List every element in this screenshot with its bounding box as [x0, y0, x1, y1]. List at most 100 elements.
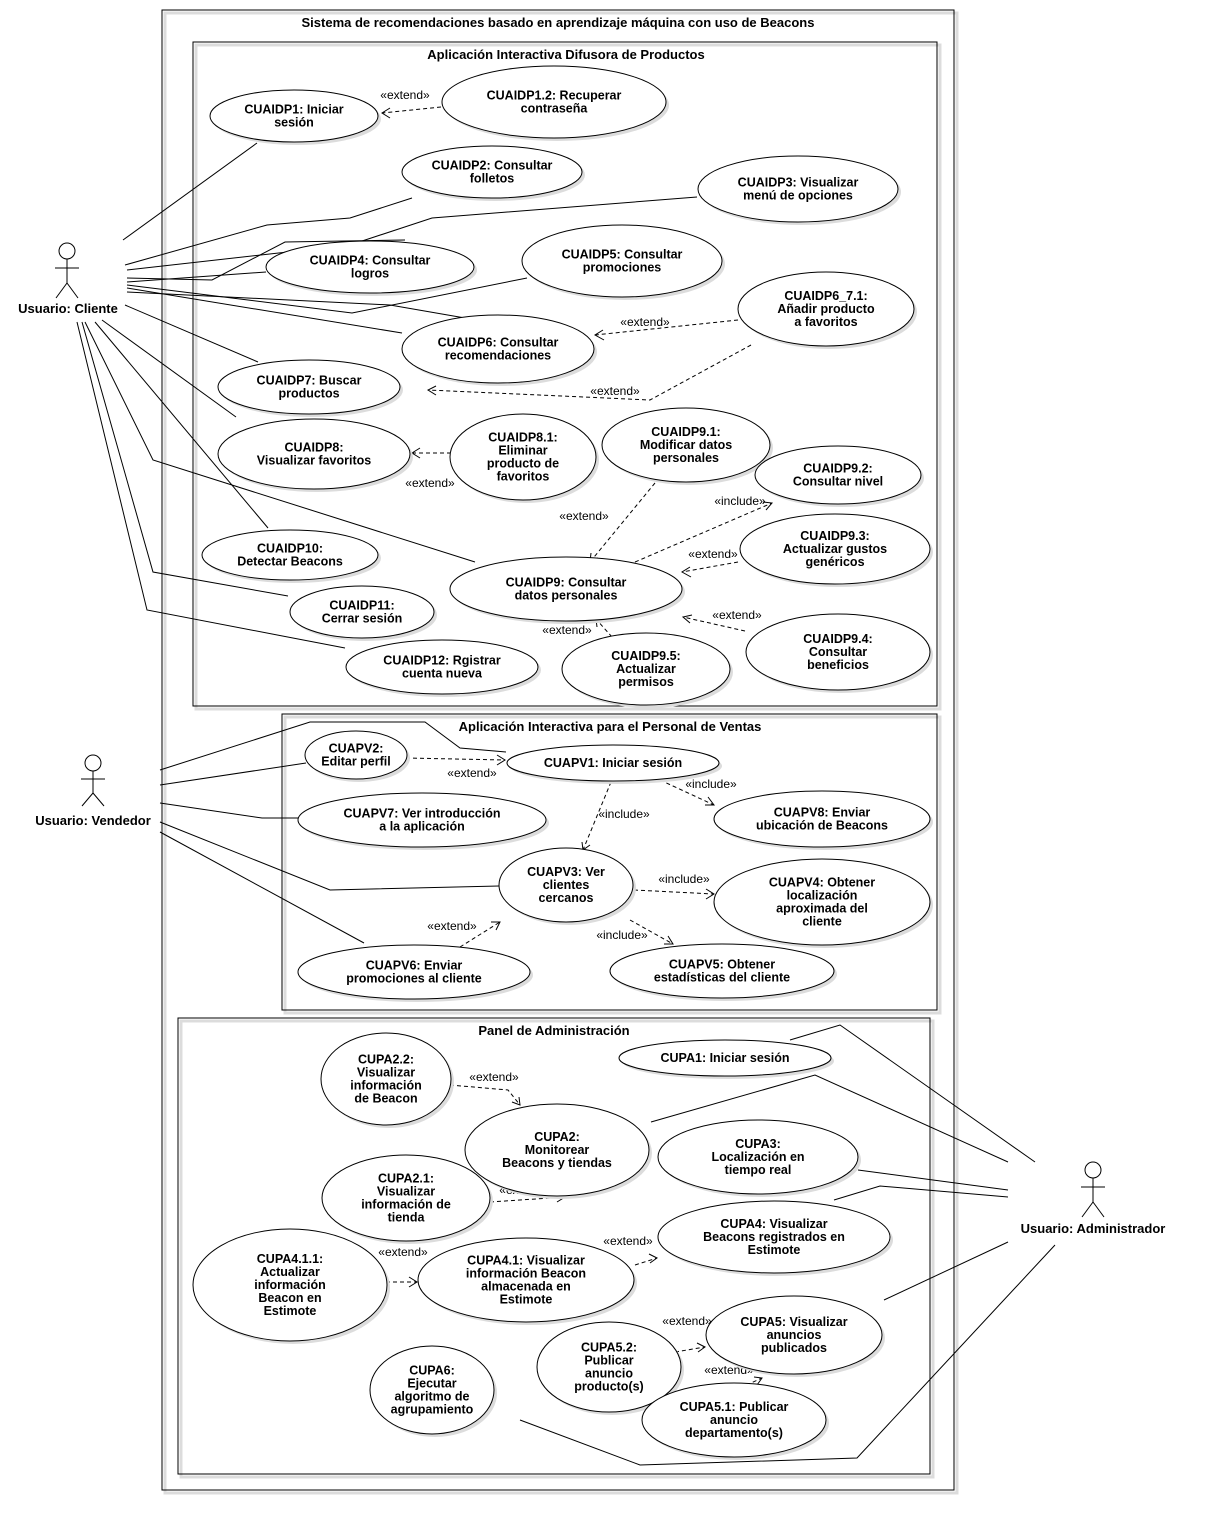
use-case-ellipse: [345, 639, 539, 695]
use-case-ellipse: [449, 413, 597, 501]
use-case-label: CUPA4: Visualizar: [720, 1217, 827, 1231]
use-case-label: Visualizar: [377, 1185, 435, 1199]
stereotype-label: «include»: [658, 872, 710, 886]
system-title: Sistema de recomendaciones basado en apr…: [302, 15, 815, 30]
use-case-ellipse: [739, 513, 931, 585]
use-case-ellipse: [713, 790, 931, 848]
use-case-label: aproximada del: [776, 902, 868, 916]
use-case-label: Localización en: [711, 1150, 804, 1164]
use-case-label: favoritos: [497, 470, 550, 484]
use-case-label: agrupamiento: [391, 1403, 474, 1417]
stereotype-label: «extend»: [688, 547, 738, 561]
use-case-label: productos: [278, 387, 339, 401]
use-case-label: recomendaciones: [445, 349, 551, 363]
use-case-label: producto de: [487, 457, 559, 471]
use-case-label: personales: [653, 451, 719, 465]
use-case-ellipse: [209, 89, 379, 143]
use-case-label: a favoritos: [794, 315, 857, 329]
stereotype-label: «extend»: [447, 766, 497, 780]
associations: [76, 142, 1056, 1466]
use-case-label: CUAIDP4: Consultar: [310, 254, 431, 268]
use-case-label: CUPA2.2:: [358, 1053, 414, 1067]
stereotype-label: «extend»: [542, 623, 592, 637]
use-case-aidp10[interactable]: CUAIDP10:Detectar Beacons: [201, 529, 381, 583]
use-case-label: CUPA3:: [735, 1137, 781, 1151]
stick-figure-icon: [81, 754, 105, 807]
stereotype-label: «include»: [598, 807, 650, 821]
use-case-label: clientes: [543, 878, 590, 892]
use-case-label: Añadir producto: [777, 302, 875, 316]
actor-cliente[interactable]: Usuario: Cliente: [18, 242, 118, 316]
use-case-ellipse: [265, 240, 475, 294]
use-case-label: CUPA4.1: Visualizar: [467, 1254, 585, 1268]
actor-vendedor[interactable]: Usuario: Vendedor: [35, 754, 151, 828]
use-case-label: CUPA2.1:: [378, 1172, 434, 1186]
use-case-ellipse: [401, 314, 595, 384]
use-case-label: CUAPV8: Enviar: [774, 806, 871, 820]
use-case-ellipse: [498, 847, 634, 923]
use-case-pa1[interactable]: CUPA1: Iniciar sesión: [618, 1039, 834, 1079]
use-case-label: Estimote: [748, 1243, 801, 1257]
use-case-ellipse: [641, 1382, 827, 1458]
use-case-label: CUAIDP9: Consultar: [506, 576, 627, 590]
use-case-label: CUAPV1: Iniciar sesión: [544, 756, 682, 770]
use-case-ellipse: [697, 155, 899, 223]
use-case-ellipse: [601, 407, 771, 483]
use-case-label: CUAIDP9.1:: [651, 425, 720, 439]
use-case-label: CUAIDP1: Iniciar: [244, 103, 343, 117]
use-case-aidp92[interactable]: CUAIDP9.2:Consultar nivel: [754, 445, 924, 507]
use-case-ellipse: [304, 730, 408, 780]
use-case-label: anuncio: [585, 1367, 633, 1381]
use-case-label: CUAPV2:: [329, 742, 384, 756]
use-case-label: almacenada en: [481, 1280, 571, 1294]
actor-administrador[interactable]: Usuario: Administrador: [1021, 1161, 1166, 1236]
dependencies: [381, 106, 773, 1389]
use-case-ellipse: [297, 944, 531, 1000]
use-case-label: ubicación de Beacons: [756, 819, 888, 833]
use-case-label: CUAIDP5: Consultar: [562, 248, 683, 262]
use-case-apv2[interactable]: CUAPV2:Editar perfil: [304, 730, 410, 782]
use-case-label: CUAIDP7: Buscar: [257, 374, 362, 388]
use-case-aidp8[interactable]: CUAIDP8:Visualizar favoritos: [217, 418, 413, 492]
stereotype-label: «extend»: [469, 1070, 519, 1084]
use-case-ellipse: [217, 359, 401, 415]
use-case-apv1[interactable]: CUAPV1: Iniciar sesión: [506, 744, 722, 784]
actor-vendedor-name: Usuario: Vendedor: [35, 813, 151, 828]
use-case-label: Ejecutar: [407, 1377, 456, 1391]
stick-figure-icon: [1081, 1161, 1105, 1218]
use-case-aidp11[interactable]: CUAIDP11:Cerrar sesión: [289, 585, 437, 641]
